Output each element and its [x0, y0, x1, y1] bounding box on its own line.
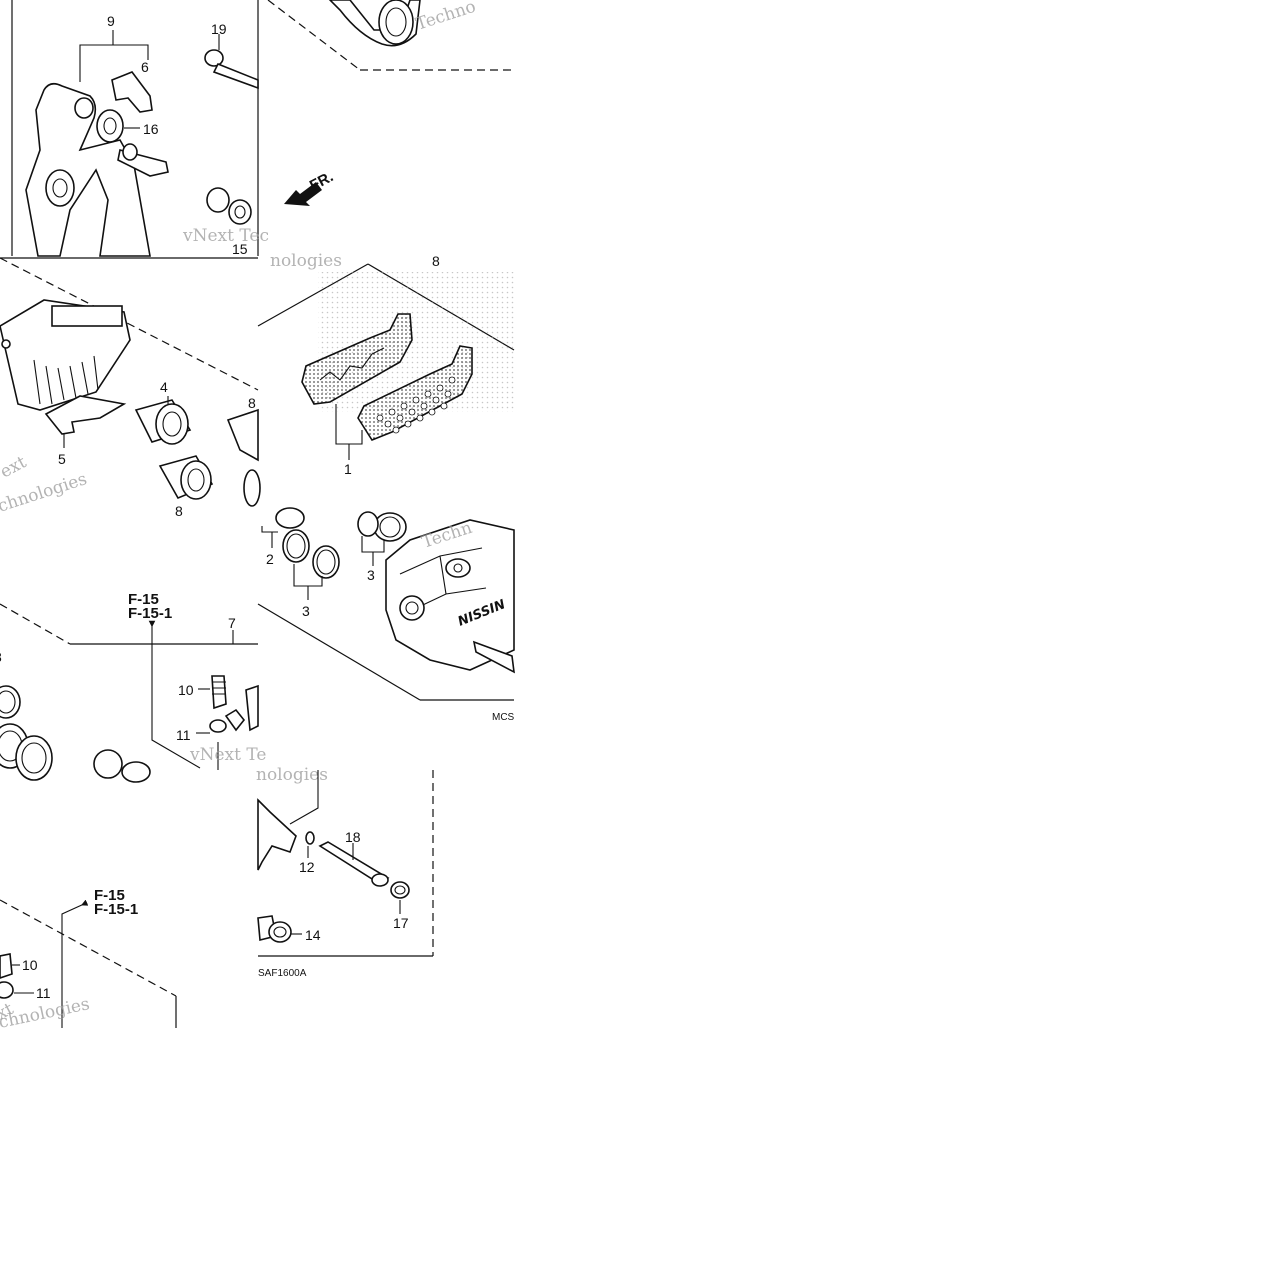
watermark-text: nologies — [270, 251, 342, 271]
label-19: 19 — [211, 21, 227, 37]
arrow-left-down-icon — [284, 182, 322, 206]
bleeder-valve — [211, 675, 227, 710]
label-5: 5 — [58, 451, 66, 467]
pin-bolt — [318, 841, 390, 887]
piston — [226, 408, 261, 507]
label-10: 10 — [178, 682, 194, 698]
watermark-text: vNext Tec — [182, 226, 269, 246]
watermark-text: nologies — [256, 765, 328, 785]
diagram-code: SAF1600A — [258, 968, 307, 979]
pad-spring — [111, 71, 153, 113]
label-16: 16 — [143, 121, 159, 137]
caliper-bracket — [25, 82, 151, 257]
bleeder-valve — [0, 953, 14, 999]
label-11: 11 — [36, 985, 51, 1001]
pad-holes — [376, 376, 456, 434]
tile-bleeder: F-15 F-15-1 10 11 7 8 vNext Te — [0, 591, 328, 785]
tile-reference-bottom: F-15 F-15-1 10 11 xt chnologies — [0, 887, 177, 1033]
piston — [134, 399, 192, 445]
brake-pad — [301, 313, 413, 405]
diagram-code: MCS — [492, 712, 515, 723]
label-8: 8 — [175, 503, 183, 519]
front-direction-indicator: FR. — [284, 168, 336, 206]
label-3: 3 — [367, 567, 375, 583]
label-7: 7 — [228, 615, 236, 631]
label-2: 2 — [266, 551, 274, 567]
tile-arm: FR. Techno — [267, 0, 514, 206]
bolt — [204, 49, 259, 90]
label-8: 8 — [432, 253, 440, 269]
ref-f15[interactable]: F-15 — [128, 591, 159, 608]
watermark-text: ext — [0, 452, 30, 482]
label-1: 1 — [344, 461, 352, 477]
label-12: 12 — [299, 859, 315, 875]
tile-pin-bolt: 18 12 17 14 SAF1600A — [257, 770, 434, 979]
ref-f15-1[interactable]: F-15-1 — [128, 605, 172, 622]
reference-link-f15[interactable]: F-15 F-15-1 — [128, 591, 172, 622]
label-6: 6 — [141, 59, 149, 75]
pad-retainer — [44, 395, 127, 435]
label-15: 15 — [232, 241, 248, 257]
mounting-bolt — [257, 915, 292, 943]
caliper-fragment — [257, 798, 297, 871]
label-11: 11 — [176, 727, 191, 743]
label-18: 18 — [345, 829, 361, 845]
label-8: 8 — [248, 395, 256, 411]
piston — [158, 455, 214, 500]
seal-rings — [0, 685, 151, 783]
small-boot — [206, 187, 252, 225]
watermark-text: Techno — [413, 0, 478, 35]
label-9: 9 — [107, 13, 115, 29]
reference-link-f15[interactable]: F-15 F-15-1 — [94, 887, 138, 918]
boot — [96, 109, 124, 143]
ref-f15-1[interactable]: F-15-1 — [94, 901, 138, 918]
tile-bracket: 9 19 6 16 15 vNext Tec — [11, 0, 269, 257]
label-3: 3 — [302, 603, 310, 619]
label-4: 4 — [160, 379, 168, 395]
watermark-text: vNext Te — [189, 745, 266, 765]
tile-seals-caliper: NISSIN 2 3 3 MCS Techn — [257, 507, 515, 723]
label-17: 17 — [393, 915, 409, 931]
label-8: 8 — [0, 649, 2, 665]
plug — [390, 881, 410, 899]
piston-seals — [275, 507, 407, 579]
ref-f15[interactable]: F-15 — [94, 887, 125, 904]
tile-brake-pads: 1 8 nologies — [257, 251, 515, 477]
bleeder-cap — [209, 708, 246, 733]
tile-caliper-pistons: 4 5 8 8 ext chnologies — [0, 257, 261, 519]
label-10: 10 — [22, 957, 38, 973]
brake-pad — [357, 345, 473, 441]
label-14: 14 — [305, 927, 321, 943]
